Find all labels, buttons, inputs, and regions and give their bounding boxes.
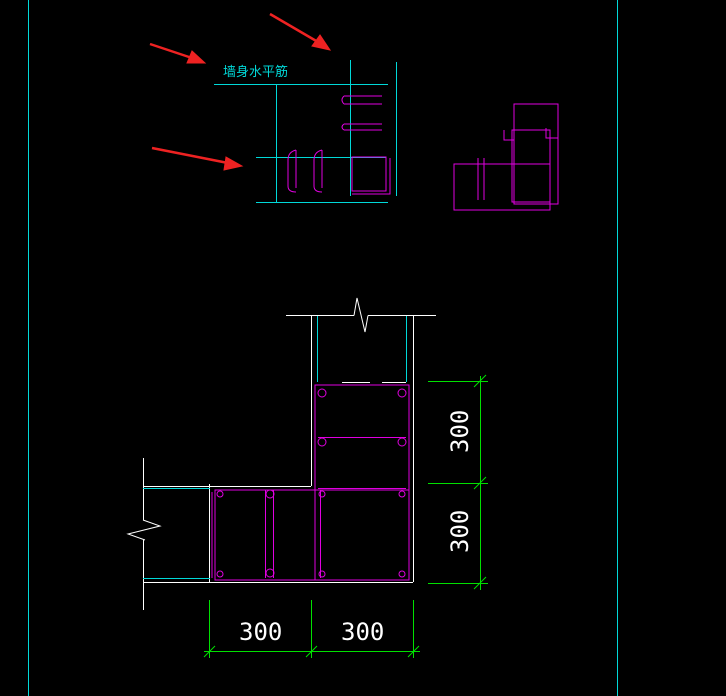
rebar-dots	[216, 388, 407, 578]
viewport-frame	[28, 0, 618, 696]
top-detail-wall-lines	[214, 60, 397, 203]
dim-vertical-upper: 300	[446, 410, 474, 453]
dimension-lines	[203, 374, 488, 658]
right-stirrup-detail	[453, 103, 559, 211]
red-arrows	[149, 12, 332, 171]
arrow-2	[269, 12, 332, 51]
l-column-stirrups	[211, 384, 410, 581]
l-column-outline	[126, 297, 436, 610]
dim-vertical-lower: 300	[446, 510, 474, 553]
top-detail-stirrups	[287, 95, 391, 195]
dim-horizontal-left: 300	[239, 618, 282, 646]
dim-horizontal-right: 300	[341, 618, 384, 646]
arrow-3	[151, 146, 244, 171]
l-column-cyan-lines	[143, 316, 407, 579]
arrow-1	[149, 42, 207, 64]
dimension-labels: 300 300 300 300	[239, 410, 474, 646]
wall-horizontal-rebar-label: 墙身水平筋	[223, 64, 288, 80]
